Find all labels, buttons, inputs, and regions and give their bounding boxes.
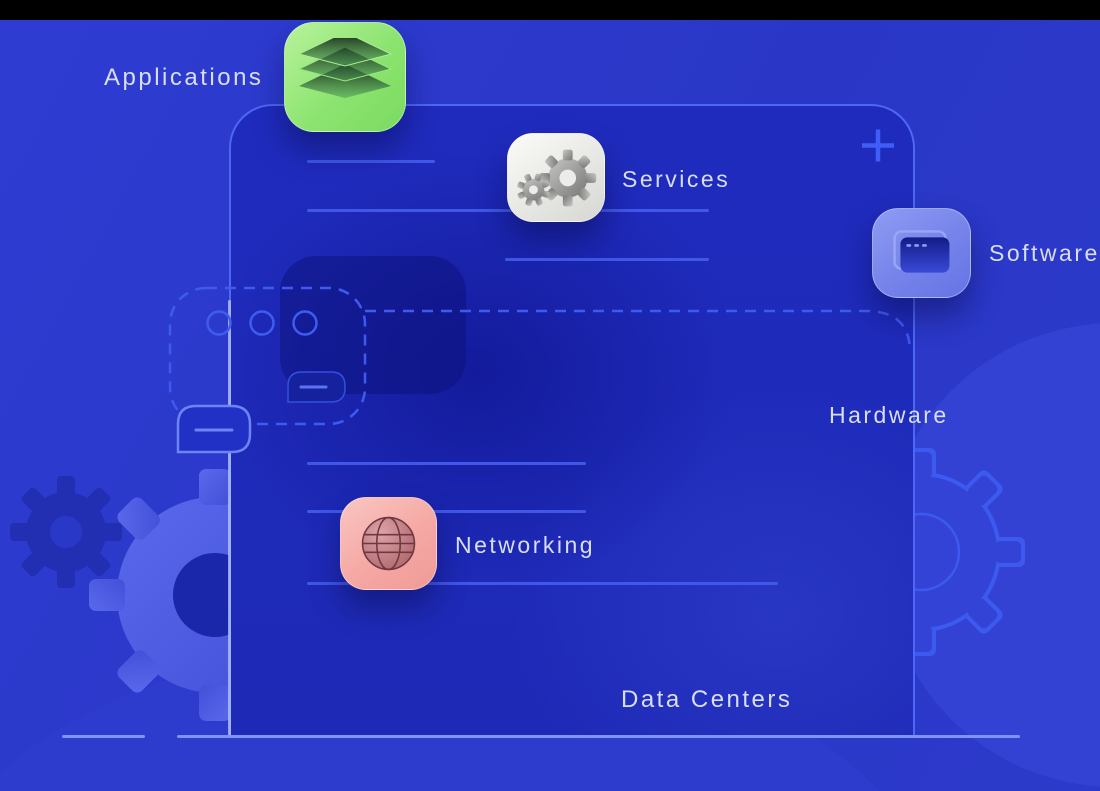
app-window-icon — [893, 230, 950, 273]
label-software: Software — [989, 240, 1100, 266]
placeholder-line — [307, 510, 586, 513]
globe-icon — [361, 516, 416, 571]
gear-filled-small-icon — [10, 476, 122, 588]
bottom-rule-segment — [177, 735, 1020, 738]
background-circle — [883, 323, 1100, 787]
applications-tile[interactable] — [284, 22, 406, 132]
placeholder-line — [307, 209, 709, 212]
placeholder-line — [307, 160, 435, 163]
placeholder-line — [307, 582, 778, 585]
bottom-rule-segment — [62, 735, 145, 738]
software-tile[interactable] — [872, 208, 971, 298]
placeholder-line — [307, 462, 586, 465]
label-hardware: Hardware — [829, 402, 949, 428]
services-tile[interactable] — [507, 133, 605, 222]
label-data-centers: Data Centers — [621, 686, 793, 713]
dark-card — [280, 256, 466, 394]
placeholder-line — [505, 258, 709, 261]
gears-icon — [517, 149, 597, 207]
networking-tile[interactable] — [340, 497, 437, 590]
top-black-bar — [0, 0, 1100, 20]
panel-left-edge-highlight — [228, 300, 231, 737]
label-services: Services — [622, 166, 731, 192]
layers-icon — [297, 38, 393, 98]
label-applications: Applications — [104, 64, 264, 91]
label-networking: Networking — [455, 532, 596, 558]
